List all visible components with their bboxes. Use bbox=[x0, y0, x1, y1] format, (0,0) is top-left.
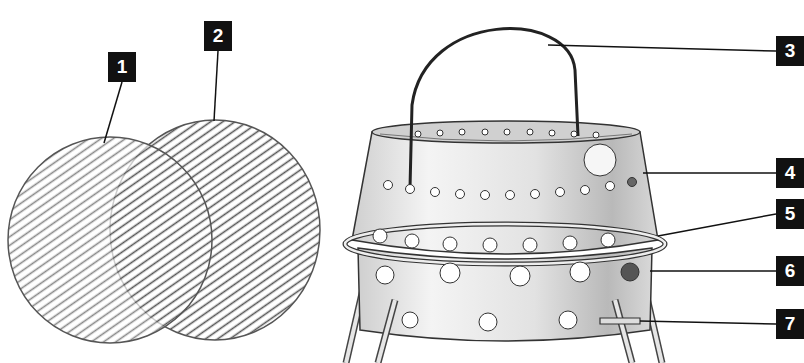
callout-number: 7 bbox=[776, 309, 804, 339]
leg bbox=[378, 300, 395, 363]
latch bbox=[600, 318, 640, 324]
callout-number: 3 bbox=[776, 36, 804, 66]
holes bbox=[384, 129, 637, 200]
upper-body bbox=[352, 132, 658, 254]
callout-number: 5 bbox=[776, 199, 804, 229]
holes bbox=[373, 229, 639, 331]
leader-lines bbox=[104, 45, 776, 324]
handle bbox=[410, 29, 578, 188]
leg bbox=[615, 300, 632, 363]
ring bbox=[345, 224, 665, 264]
grate bbox=[8, 137, 212, 343]
callout-number: 4 bbox=[776, 158, 804, 188]
callout-number: 1 bbox=[108, 52, 136, 82]
callout-number: 2 bbox=[204, 21, 232, 51]
callout-number: 6 bbox=[776, 256, 804, 286]
